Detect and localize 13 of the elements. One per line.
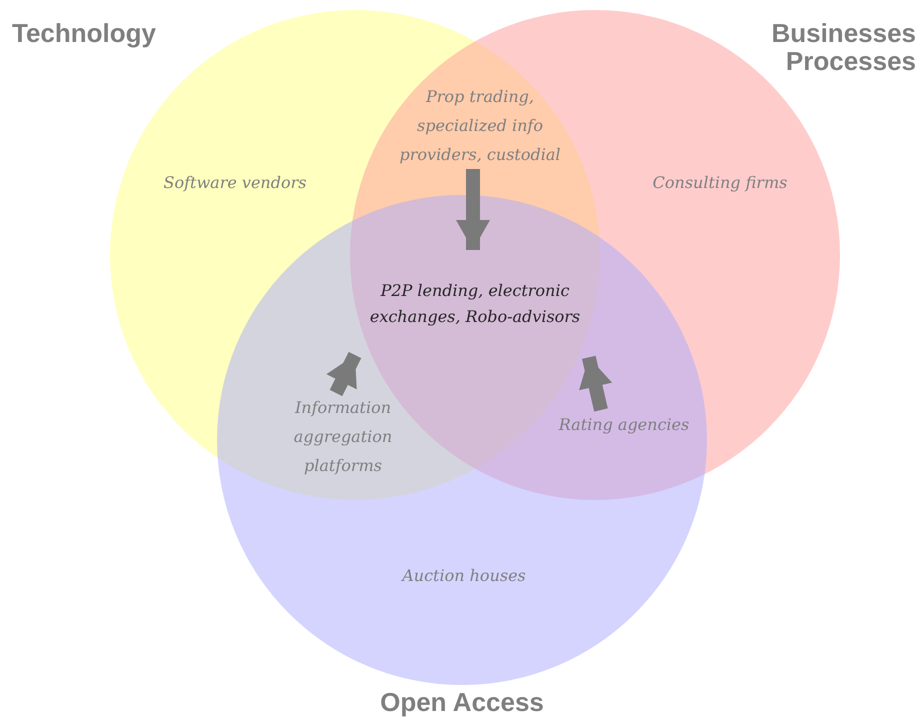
- region-label: Software vendors: [162, 172, 308, 194]
- region-label: Rating agencies: [558, 414, 690, 436]
- set-heading: Businesses Processes: [770, 19, 916, 75]
- arrow: [456, 169, 490, 250]
- set-heading: Technology: [12, 19, 157, 47]
- region-label: Auction houses: [400, 565, 527, 587]
- region-label: Information aggregation platforms: [292, 397, 394, 477]
- center-label: P2P lending, electronic exchanges, Robo-advisors: [368, 280, 582, 328]
- arrow: [326, 352, 362, 396]
- arrow: [579, 356, 612, 412]
- region-label: Consulting firms: [652, 172, 788, 194]
- region-label: Prop trading, specialized info providers, custodial: [398, 86, 562, 166]
- set-heading: Open Access: [379, 688, 545, 716]
